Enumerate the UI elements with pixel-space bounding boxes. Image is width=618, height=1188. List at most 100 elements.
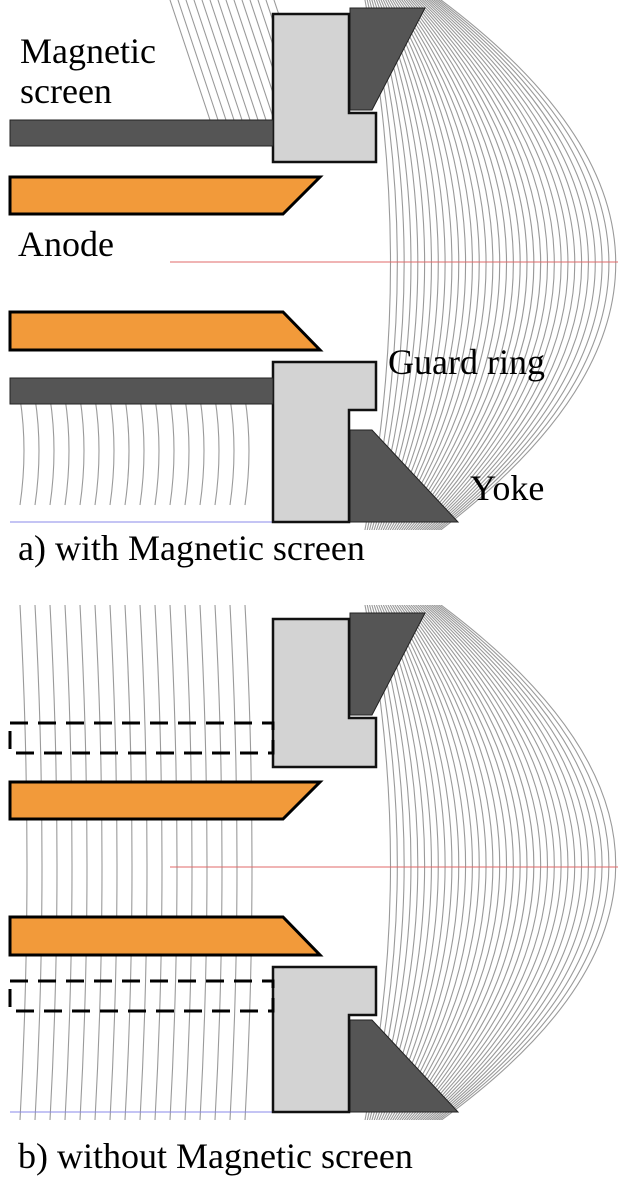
field-line xyxy=(169,0,211,121)
field-line xyxy=(432,0,596,530)
guard-ring-label: Guard ring xyxy=(388,342,545,382)
field-line xyxy=(184,397,190,506)
field-line xyxy=(419,605,555,1120)
field-line xyxy=(426,605,576,1120)
field-line xyxy=(229,397,235,506)
field-line xyxy=(244,605,253,1120)
field-line xyxy=(199,605,208,1120)
anode-bottom-shape xyxy=(8,310,324,352)
field-line xyxy=(382,0,446,530)
field-line xyxy=(398,605,494,1120)
field-line xyxy=(437,605,610,1120)
field-line xyxy=(416,0,548,530)
field-line xyxy=(416,605,548,1120)
field-line xyxy=(34,605,43,1120)
field-line xyxy=(400,605,501,1120)
field-line xyxy=(233,0,275,121)
field-line xyxy=(403,605,508,1120)
field-line xyxy=(387,0,460,530)
field-line xyxy=(421,605,562,1120)
field-line xyxy=(391,0,473,530)
field-line xyxy=(380,0,439,530)
field-line xyxy=(384,0,453,530)
field-line xyxy=(393,0,480,530)
field-line xyxy=(430,0,589,530)
field-line xyxy=(139,605,148,1120)
anode-label: Anode xyxy=(18,224,114,264)
field-line xyxy=(154,397,160,506)
caption-a: a) with Magnetic screen xyxy=(18,528,365,568)
field-line xyxy=(79,397,85,506)
field-line xyxy=(391,605,473,1120)
field-line xyxy=(229,605,238,1120)
field-line xyxy=(423,605,569,1120)
field-line xyxy=(412,0,535,530)
field-line xyxy=(396,605,487,1120)
panel-a-diagram xyxy=(0,0,618,530)
caption-b: b) without Magnetic screen xyxy=(18,1136,413,1176)
magnetic-screen-top-shape xyxy=(9,119,274,147)
field-line xyxy=(193,0,235,121)
field-line xyxy=(217,0,259,121)
field-line xyxy=(225,0,267,121)
field-line xyxy=(434,0,603,530)
field-line xyxy=(34,397,40,506)
field-line xyxy=(184,605,193,1120)
field-line xyxy=(214,605,223,1120)
field-line xyxy=(49,605,58,1120)
field-line xyxy=(109,605,118,1120)
magnetic-screen-bottom-shape xyxy=(9,377,274,405)
field-line xyxy=(124,397,130,506)
field-line xyxy=(49,397,55,506)
field-line xyxy=(428,0,583,530)
field-line xyxy=(414,0,542,530)
field-line xyxy=(19,397,25,506)
field-line xyxy=(398,0,494,530)
anode-top-shape xyxy=(8,175,324,216)
field-line xyxy=(430,605,589,1120)
magnetic-screen-top-outline xyxy=(8,721,275,755)
field-line xyxy=(414,605,542,1120)
field-line xyxy=(405,0,514,530)
field-line xyxy=(79,605,88,1120)
field-line xyxy=(410,605,528,1120)
field-line xyxy=(139,397,145,506)
magnetic-screen-bottom-outline xyxy=(8,979,275,1013)
field-line xyxy=(428,605,583,1120)
field-line xyxy=(403,0,508,530)
field-line xyxy=(169,397,175,506)
field-line xyxy=(199,397,205,506)
field-line xyxy=(396,0,487,530)
field-line xyxy=(154,605,163,1120)
field-line xyxy=(425,0,576,530)
field-line xyxy=(409,0,528,530)
field-line xyxy=(109,397,115,506)
field-line xyxy=(244,397,250,506)
field-line xyxy=(64,605,73,1120)
guard-ring-bottom-shape xyxy=(271,360,378,524)
field-line xyxy=(439,0,617,530)
field-line xyxy=(389,605,466,1120)
field-line xyxy=(169,605,178,1120)
field-line xyxy=(437,0,610,530)
field-line xyxy=(407,605,521,1120)
field-line xyxy=(405,605,514,1120)
field-line xyxy=(432,605,596,1120)
panel-a-with-screen: Magnetic screen Anode Guard ring Yoke xyxy=(0,0,618,530)
anode-bottom-shape xyxy=(8,915,324,957)
panel-b-without-screen xyxy=(0,605,618,1120)
field-line xyxy=(387,605,460,1120)
field-line xyxy=(412,605,535,1120)
magnetic-screen-label-line2: screen xyxy=(20,71,112,111)
guard-ring-top-shape xyxy=(271,617,378,769)
field-line xyxy=(421,0,562,530)
panel-b-diagram xyxy=(0,605,618,1120)
anode-top-shape xyxy=(8,780,324,821)
field-line xyxy=(185,0,227,121)
field-line xyxy=(214,397,220,506)
field-line xyxy=(64,397,70,506)
magnetic-screen-label-line1: Magnetic xyxy=(20,31,156,71)
field-line xyxy=(19,605,28,1120)
field-line xyxy=(209,0,251,121)
guard-ring-bottom-shape xyxy=(271,965,378,1114)
